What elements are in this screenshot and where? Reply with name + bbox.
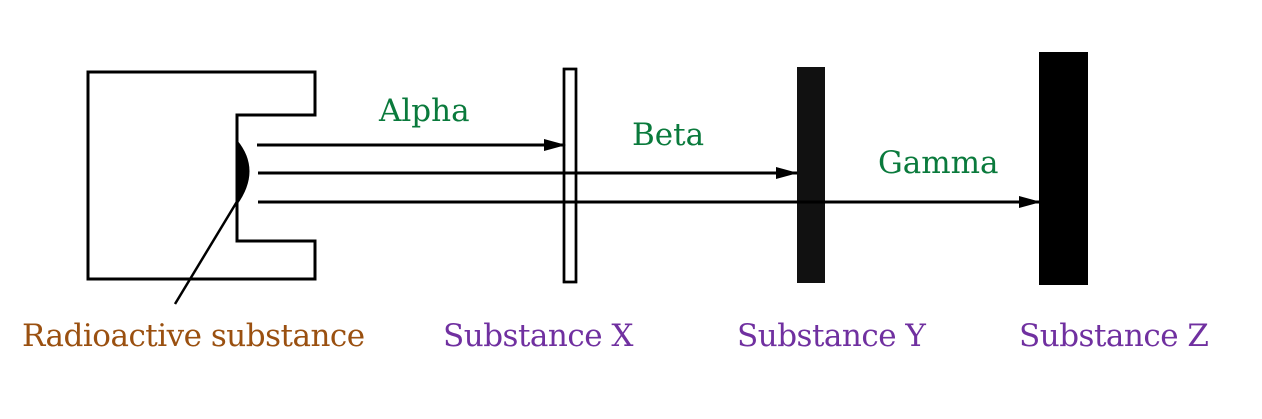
substance-y-plate xyxy=(797,67,825,283)
source-pointer-line xyxy=(173,189,246,305)
alpha-label: Alpha xyxy=(379,93,470,129)
substance-x-sheet xyxy=(562,67,578,284)
beta-label: Beta xyxy=(632,117,705,153)
substance-x-sheet-outline xyxy=(562,67,578,284)
gamma-label: Gamma xyxy=(878,145,999,181)
substance-y-caption: Substance Y xyxy=(737,318,926,354)
radioactive-source xyxy=(237,140,250,205)
radioactive-substance-caption: Radioactive substance xyxy=(22,318,365,354)
substance-z-caption: Substance Z xyxy=(1019,318,1209,354)
substance-z-block xyxy=(1039,52,1088,285)
substance-x-caption: Substance X xyxy=(443,318,634,354)
lead-container xyxy=(86,70,317,281)
